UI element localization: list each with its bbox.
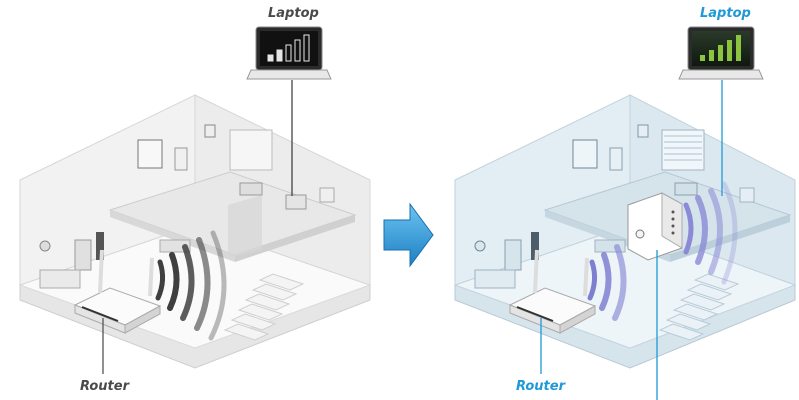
before-laptop-label: Laptop <box>268 6 319 21</box>
signal-bar <box>709 50 714 61</box>
before-window <box>229 129 273 171</box>
before-wall-picture <box>137 139 163 169</box>
signal-bar <box>267 54 274 62</box>
signal-bar <box>700 55 705 61</box>
before-router-label: Router <box>80 379 131 394</box>
signal-bar <box>276 49 283 62</box>
after-router <box>508 249 597 334</box>
before-stairs <box>223 273 305 341</box>
after-router-label: Router <box>516 379 567 394</box>
after-extender-waves <box>683 181 738 285</box>
signal-bar <box>285 44 292 62</box>
after-wall-picture <box>572 139 598 169</box>
before-router <box>73 249 162 334</box>
signal-bar <box>736 35 741 61</box>
after-panel: Laptop Router <box>453 6 797 400</box>
after-laptop <box>678 26 764 80</box>
after-stairs <box>658 273 740 341</box>
range-extender-icon <box>627 192 683 261</box>
signal-bar <box>718 45 723 61</box>
before-signal-bars <box>267 34 310 62</box>
signal-bar <box>727 40 732 61</box>
signal-bar <box>303 34 310 62</box>
after-signal-bars <box>700 35 741 61</box>
before-panel: Laptop Router <box>18 6 372 394</box>
after-router-waves <box>587 244 627 321</box>
before-signal-waves <box>155 230 227 341</box>
after-laptop-label: Laptop <box>700 6 751 21</box>
right-arrow-icon <box>383 202 434 268</box>
signal-bar <box>294 39 301 62</box>
before-laptop <box>246 26 332 80</box>
